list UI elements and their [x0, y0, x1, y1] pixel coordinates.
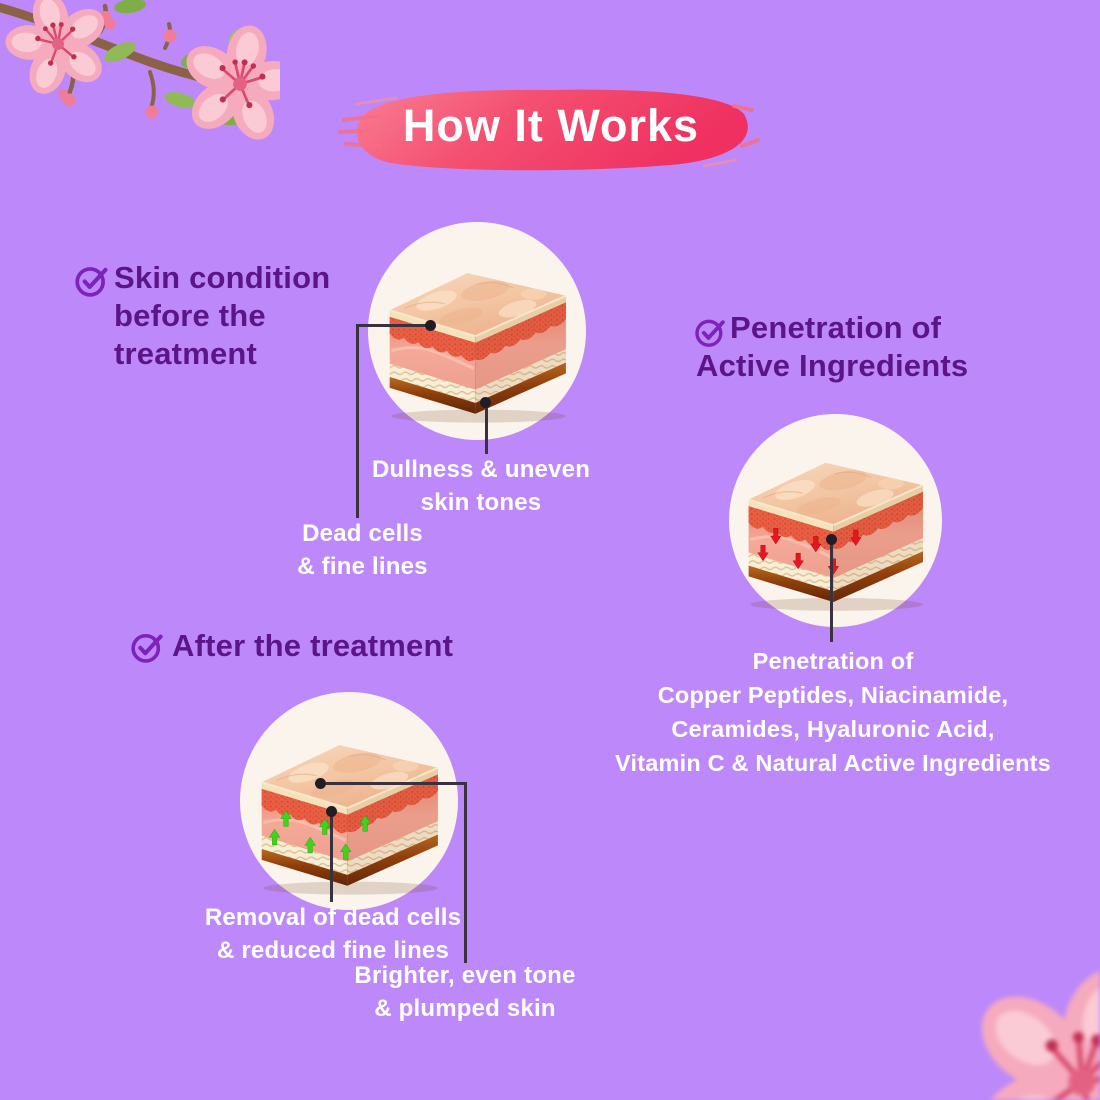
callout-dot-epidermis-after: [315, 778, 326, 789]
callout-line-dead-cells: [356, 324, 359, 518]
skin-cross-section-illustration: [380, 260, 574, 426]
callout-label-dullness: Dullness & uneven skin tones: [350, 453, 612, 519]
label-line: Penetration of: [752, 648, 914, 674]
heading-line: treatment: [114, 336, 258, 371]
heading-line: Penetration of: [730, 310, 942, 345]
callout-label-removal: Removal of dead cells & reduced fine lin…: [203, 901, 463, 967]
skin-diagram-before: [368, 222, 586, 440]
check-circle-icon: [695, 319, 725, 347]
brush-stroke-background: [338, 89, 760, 171]
skin-diagram-after: [240, 692, 458, 910]
cherry-blossom-corner-decoration: [900, 950, 1100, 1100]
label-line: Dead cells: [302, 520, 423, 547]
callout-dot-dermis-before: [480, 397, 491, 408]
callout-line-dullness: [485, 402, 488, 454]
heading-after-treatment: After the treatment: [172, 627, 532, 665]
callout-line-ingredients: [830, 540, 833, 642]
label-line: Vitamin C & Natural Active Ingredients: [615, 750, 1051, 776]
callout-line-brighter: [326, 782, 466, 785]
callout-line-dead-cells: [357, 324, 429, 327]
heading-penetration: Penetration of Active Ingredients: [696, 309, 1036, 385]
callout-dot-epidermis-before: [425, 320, 436, 331]
callout-label-dead-cells: Dead cells & fine lines: [275, 517, 450, 583]
page-title: How It Works: [402, 100, 700, 151]
cherry-blossom-branch-decoration: [0, 0, 280, 145]
check-circle-icon: [75, 267, 108, 297]
heading-before-treatment: Skin condition before the treatment: [114, 259, 394, 373]
green-up-arrows-icon: [268, 810, 371, 860]
label-line: Dullness & uneven: [371, 456, 591, 483]
heading-line: After the treatment: [172, 628, 454, 663]
blossom-buds: [58, 11, 177, 119]
callout-label-ingredients: Penetration of Copper Peptides, Niacinam…: [583, 644, 1083, 780]
label-line: Copper Peptides, Niacinamide,: [657, 682, 1009, 708]
callout-dot-dermis-after: [326, 806, 337, 817]
label-line: skin tones: [420, 489, 542, 516]
callout-line-removal: [330, 814, 333, 902]
red-down-arrows-icon: [757, 528, 862, 575]
callout-dot-dermis-penetration: [826, 534, 837, 545]
heading-line: Skin condition: [114, 260, 331, 295]
skin-diagram-penetration: [729, 414, 942, 627]
how-it-works-banner: How It Works: [336, 80, 766, 176]
heading-line: Active Ingredients: [696, 348, 969, 383]
label-line: & plumped skin: [374, 995, 556, 1022]
label-line: & fine lines: [297, 553, 428, 580]
heading-line: before the: [114, 298, 266, 333]
label-line: Removal of dead cells: [204, 904, 462, 931]
label-line: & reduced fine lines: [216, 937, 450, 964]
label-line: Ceramides, Hyaluronic Acid,: [671, 716, 995, 742]
label-line: Brighter, even tone: [354, 962, 576, 989]
callout-label-brighter: Brighter, even tone & plumped skin: [335, 959, 595, 1025]
skin-cross-section-illustration: [252, 732, 446, 898]
callout-line-brighter: [464, 782, 467, 963]
check-circle-icon: [131, 633, 163, 663]
skin-cross-section-illustration: [739, 450, 931, 614]
